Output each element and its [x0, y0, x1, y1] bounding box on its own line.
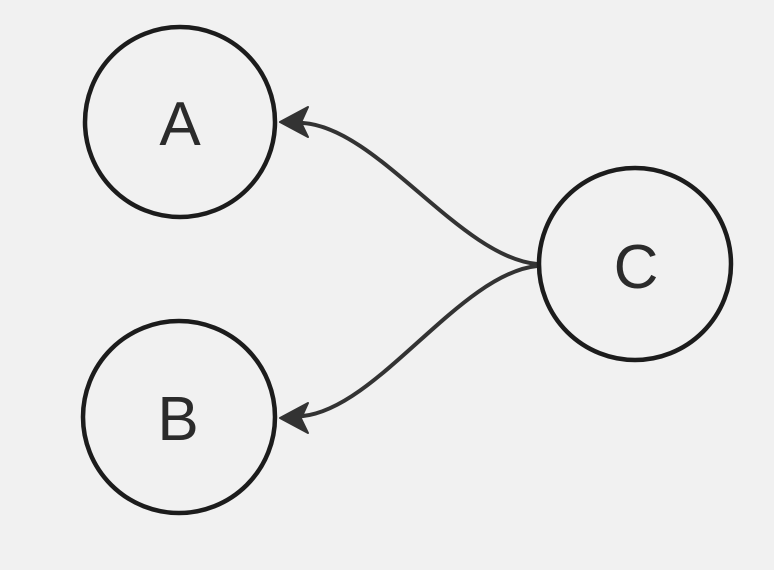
- edge-c-to-b-arrowhead-icon: [279, 402, 309, 434]
- edge-c-to-a-curve: [301, 121, 539, 266]
- node-c-circle[interactable]: [536, 165, 734, 363]
- node-c-label: C: [614, 233, 659, 302]
- node-b-label: B: [157, 385, 198, 454]
- node-c[interactable]: C: [536, 165, 734, 363]
- node-b[interactable]: B: [80, 318, 278, 516]
- node-a[interactable]: A: [82, 24, 278, 220]
- edge-c-to-a-arrowhead-icon: [279, 106, 309, 138]
- edge-c-to-a[interactable]: [279, 106, 539, 266]
- edge-c-to-b-curve: [301, 264, 539, 418]
- node-a-circle[interactable]: [82, 24, 278, 220]
- edge-c-to-b[interactable]: [279, 264, 539, 434]
- node-b-circle[interactable]: [80, 318, 278, 516]
- node-a-label: A: [159, 90, 201, 159]
